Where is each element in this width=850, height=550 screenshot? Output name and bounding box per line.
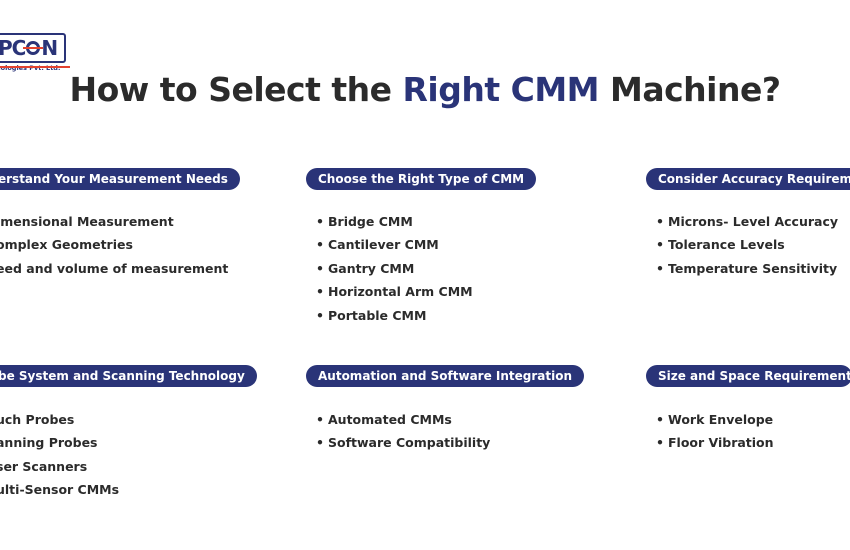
section-heading-measurement-needs: erstand Your Measurement Needs [0,168,240,190]
list-item: •Floor Vibration [656,435,774,451]
section-list-type-of-cmm: •Bridge CMM •Cantilever CMM •Gantry CMM … [316,210,473,327]
section-heading-accuracy: Consider Accuracy Requireme [646,168,850,190]
list-item: •Temperature Sensitivity [656,260,838,276]
page-title: How to Select the Right CMM Machine? [0,70,850,109]
list-item: •Software Compatibility [316,435,491,451]
list-item: •Microns- Level Accuracy [656,214,839,229]
section-heading-automation: Automation and Software Integration [306,365,585,387]
section-list-probe-system: uch Probes anning Probes ser Scanners ul… [0,408,119,502]
list-item: anning Probes [0,435,98,451]
list-item: •Tolerance Levels [656,237,785,253]
list-item: •Cantilever CMM [316,237,439,253]
logo-text-n: N [41,36,58,60]
section-list-measurement-needs: imensional Measurement omplex Geometries… [0,210,228,280]
section-list-accuracy: •Microns- Level Accuracy •Tolerance Leve… [656,210,838,280]
list-item: •Portable CMM [316,307,427,323]
section-list-automation: •Automated CMMs •Software Compatibility [316,408,490,455]
list-item: ulti-Sensor CMMs [0,482,120,498]
list-item: ser Scanners [0,458,88,474]
list-item: •Work Envelope [656,412,774,427]
logo-subtitle: nologies Pvt. Ltd. [0,64,61,72]
list-item: •Horizontal Arm CMM [316,284,473,300]
title-part-1: How to Select the [69,70,403,109]
section-heading-size-space: Size and Space Requirements [646,365,850,387]
logo-text-p: P [0,36,13,60]
list-item: •Bridge CMM [316,214,413,229]
list-item: eed and volume of measurement [0,260,229,276]
title-part-2: Machine? [599,70,781,109]
list-item: •Gantry CMM [316,260,415,276]
title-highlight: Right CMM [402,70,600,109]
logo-underline [0,66,70,68]
list-item: •Automated CMMs [316,412,452,427]
section-heading-probe-system: be System and Scanning Technology [0,365,257,387]
logo-text-c: C [11,36,27,60]
list-item: uch Probes [0,412,75,427]
section-heading-type-of-cmm: Choose the Right Type of CMM [306,168,537,190]
section-list-size-space: •Work Envelope •Floor Vibration [656,408,774,455]
list-item: imensional Measurement [0,214,174,229]
logo-o-ring [23,41,44,55]
list-item: omplex Geometries [0,237,133,253]
